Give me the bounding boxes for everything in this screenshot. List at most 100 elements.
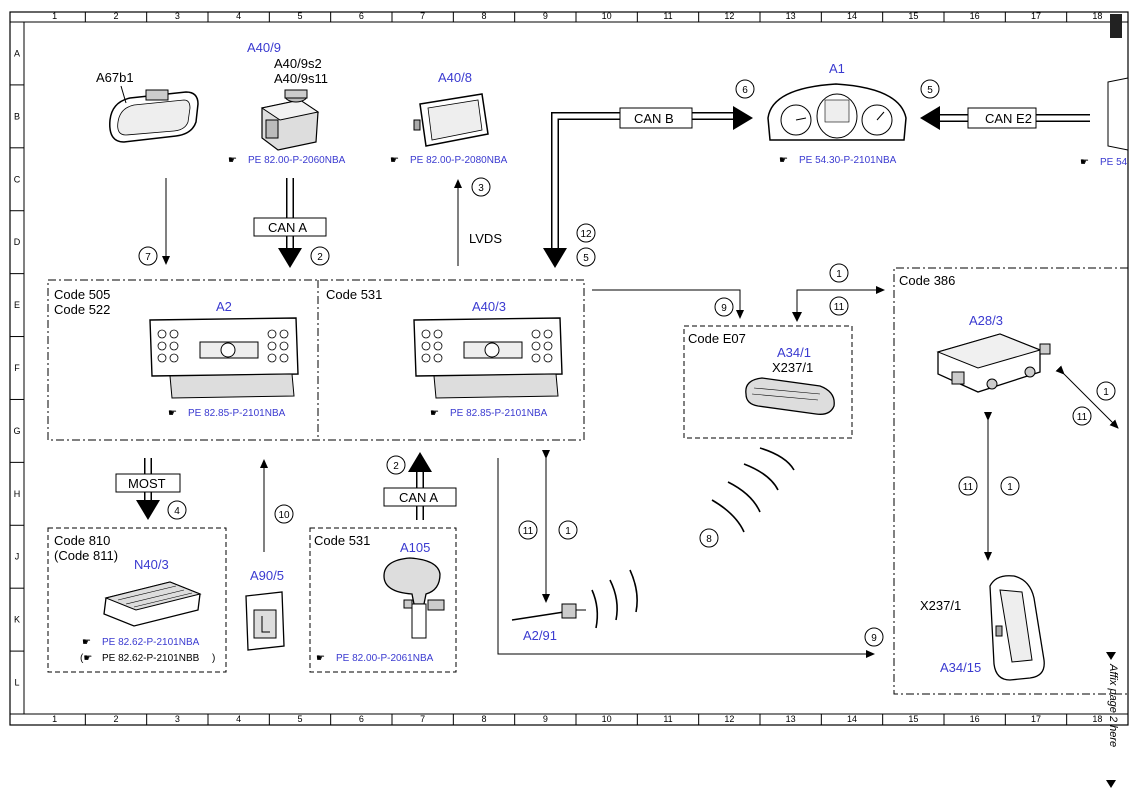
svg-text:9: 9 <box>721 303 727 314</box>
svg-text:1: 1 <box>836 269 842 280</box>
label-a34-15: A34/15 <box>940 660 981 675</box>
rearview-mirror-icon <box>109 89 199 143</box>
number-1c-circle: 1 <box>558 520 578 540</box>
label-can-a-top: CAN A <box>268 220 307 235</box>
grid-col-16-top: 16 <box>970 11 980 21</box>
drawing-border <box>9 11 1129 726</box>
ref-icon: ☛ <box>430 408 439 419</box>
label-a40-3: A40/3 <box>472 299 506 314</box>
switch-module-icon <box>245 591 285 651</box>
grid-col-4-top: 4 <box>236 11 241 21</box>
svg-text:11: 11 <box>523 526 534 537</box>
label-can-a-bottom: CAN A <box>399 490 438 505</box>
grid-row-E: E <box>14 300 20 310</box>
grid-col-17-top: 17 <box>1031 11 1041 21</box>
most-box <box>115 473 181 493</box>
can-a-top-box <box>253 217 327 237</box>
number-11c-circle: 11 <box>518 520 538 540</box>
svg-text:7: 7 <box>145 252 151 263</box>
number-1-circle: 1 <box>829 263 849 283</box>
label-a40-8: A40/8 <box>438 70 472 85</box>
telematics-module-icon <box>936 333 1051 393</box>
svg-text:11: 11 <box>834 302 845 313</box>
grid-row-F: F <box>14 363 20 373</box>
number-9-circle: 9 <box>714 297 734 317</box>
svg-text:10: 10 <box>278 510 290 521</box>
number-2b-circle: 2 <box>386 455 406 475</box>
grid-row-G: G <box>13 426 20 436</box>
grid-col-5-bottom: 5 <box>297 714 302 724</box>
grid-col-12-bottom: 12 <box>724 714 734 724</box>
grid-row-C: C <box>14 174 21 184</box>
ref-a40-3: PE 82.85-P-2101NBA <box>450 408 548 419</box>
can-a-top-arrowhead <box>278 248 302 268</box>
radio-unit-a40-3-icon <box>413 317 563 399</box>
ref-n40-3: PE 82.62-P-2101NBA <box>102 637 200 648</box>
grid-col-8-top: 8 <box>481 11 486 21</box>
svg-text:5: 5 <box>583 253 589 264</box>
grid-col-15-bottom: 15 <box>908 714 918 724</box>
grid-row-B: B <box>14 111 20 121</box>
grid-col-13-top: 13 <box>786 11 796 21</box>
ref-edge: PE 54 <box>1100 157 1128 168</box>
leader-a67b1 <box>120 85 127 104</box>
ref-a105: PE 82.00-P-2061NBA <box>336 653 434 664</box>
code-e07-box <box>683 325 853 439</box>
number-11-circle: 11 <box>829 296 849 316</box>
code-531-top: Code 531 <box>326 287 382 302</box>
ref-a2: PE 82.85-P-2101NBA <box>188 408 286 419</box>
grid-col-9-bottom: 9 <box>543 714 548 724</box>
grid-row-L: L <box>14 678 19 688</box>
svg-text:3: 3 <box>478 183 484 194</box>
amplifier-icon <box>103 581 202 627</box>
grid-col-10-top: 10 <box>602 11 612 21</box>
number-7-circle: 7 <box>138 246 158 266</box>
ref-icon: ☛ <box>390 155 399 166</box>
code-531-bottom: Code 531 <box>314 533 370 548</box>
number-2-circle: 2 <box>310 246 330 266</box>
svg-text:2: 2 <box>393 461 399 472</box>
grid-col-13-bottom: 13 <box>786 714 796 724</box>
label-a2-91: A2/91 <box>523 628 557 643</box>
label-lvds: LVDS <box>469 231 502 246</box>
code-531-bottom-box <box>309 527 457 673</box>
can-e2-box <box>967 107 1037 129</box>
grid-col-11-bottom: 11 <box>663 714 672 724</box>
grid-column-labels: 1122334455667788991010111112121313141415… <box>52 11 1102 725</box>
svg-text:11: 11 <box>1077 412 1088 423</box>
code-386: Code 386 <box>899 273 955 288</box>
link-1-11-line <box>796 286 885 318</box>
affix-arrow-bottom-icon <box>1106 780 1116 788</box>
number-5-circle: 5 <box>920 79 940 99</box>
label-a28-3: A28/3 <box>969 313 1003 328</box>
grid-col-1-bottom: 1 <box>52 714 57 724</box>
grid-row-H: H <box>14 489 21 499</box>
grid-col-18-top: 18 <box>1092 11 1102 21</box>
display-screen-icon <box>413 93 489 147</box>
link-9-bottom-line <box>497 458 875 658</box>
number-10-circle: 10 <box>274 504 294 524</box>
grid-col-3-bottom: 3 <box>175 714 180 724</box>
number-4-circle: 4 <box>167 500 187 520</box>
label-x237-1-bottom: X237/1 <box>920 598 961 613</box>
label-a90-5: A90/5 <box>250 568 284 583</box>
grid-row-J: J <box>15 552 20 562</box>
ref-icon: ☛ <box>168 408 177 419</box>
svg-text:2: 2 <box>317 252 323 263</box>
grid-col-6-top: 6 <box>359 11 364 21</box>
svg-text:5: 5 <box>927 85 933 96</box>
label-a40-9: A40/9 <box>247 40 281 55</box>
can-a-bottom-box <box>383 487 457 507</box>
gear-selector-icon <box>383 557 445 639</box>
ref-a1: PE 54.30-P-2101NBA <box>799 155 897 166</box>
can-a-bottom-arrowhead <box>408 452 432 472</box>
number-8-circle: 8 <box>699 528 719 548</box>
most-arrowhead <box>136 500 160 520</box>
grid-col-12-top: 12 <box>724 11 734 21</box>
number-11b-circle: 11 <box>1072 406 1092 426</box>
svg-text:12: 12 <box>580 229 592 240</box>
wireless-waves-icon <box>591 447 795 629</box>
svg-text:1: 1 <box>1103 387 1109 398</box>
grid-col-16-bottom: 16 <box>970 714 980 724</box>
label-a1: A1 <box>829 61 845 76</box>
